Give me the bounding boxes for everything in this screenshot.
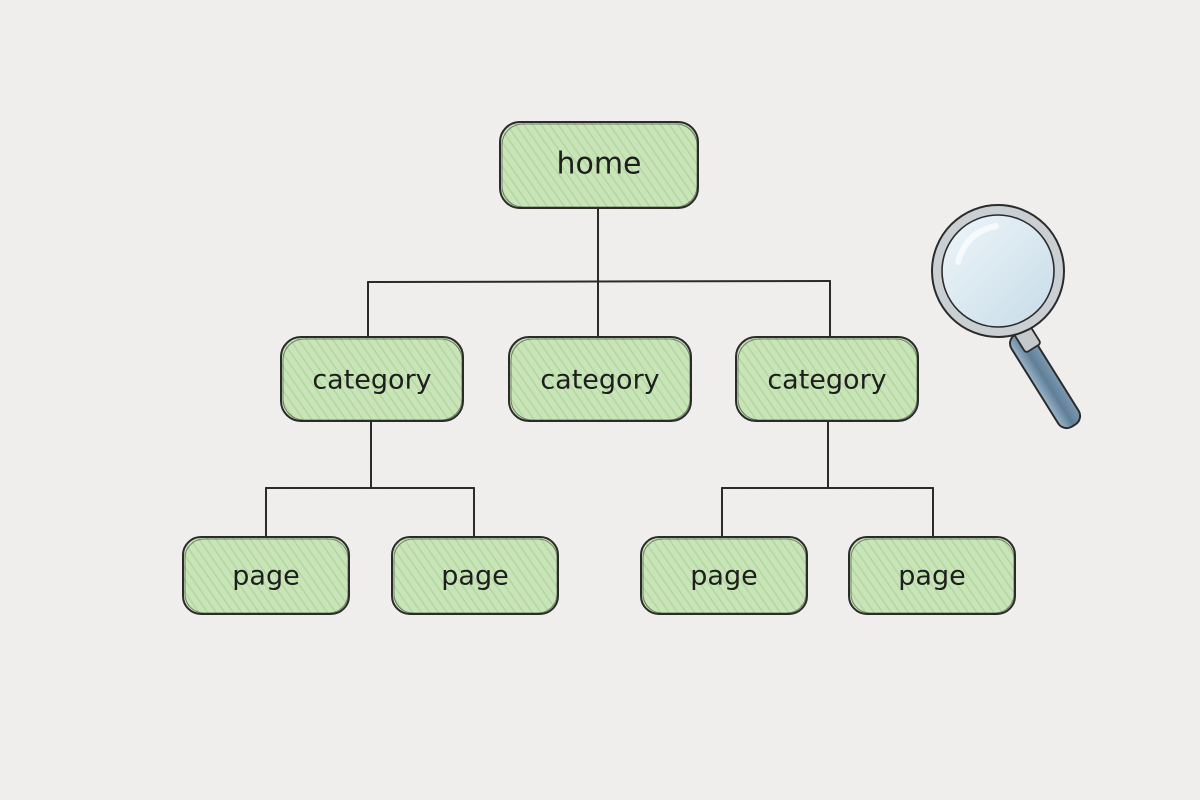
node-page-4-box	[848, 536, 1016, 615]
node-category-2: category	[508, 336, 692, 422]
node-category-1: category	[280, 336, 464, 422]
node-category-3-label: category	[767, 365, 886, 396]
node-category-2-label: category	[540, 365, 659, 396]
node-home-box	[499, 121, 699, 209]
node-page-1-label: page	[232, 561, 299, 592]
node-category-1-box	[280, 336, 464, 422]
node-page-2-box	[391, 536, 559, 615]
node-page-1: page	[182, 536, 350, 615]
node-category-2-box-sketch	[510, 338, 691, 421]
node-page-4-label: page	[898, 561, 965, 592]
node-home-label: home	[556, 147, 641, 182]
node-page-3-box	[640, 536, 808, 615]
node-category-3-box-sketch	[737, 338, 918, 421]
node-home-box-sketch	[501, 123, 698, 208]
node-page-1-box	[182, 536, 350, 615]
connector-category-bar	[367, 280, 831, 283]
node-category-1-box-sketch	[282, 338, 463, 421]
node-page-3: page	[640, 536, 808, 615]
node-page-2-box-sketch	[393, 538, 558, 614]
node-page-1-box-sketch	[184, 538, 349, 614]
node-page-4-box-sketch	[850, 538, 1015, 614]
node-page-3-box-sketch	[642, 538, 807, 614]
node-page-4: page	[848, 536, 1016, 615]
connectors	[265, 207, 934, 538]
node-page-3-label: page	[690, 561, 757, 592]
node-page-2-label: page	[441, 561, 508, 592]
node-home: home	[499, 121, 699, 209]
node-category-2-box	[508, 336, 692, 422]
magnifier-glare	[955, 223, 999, 265]
node-category-3: category	[735, 336, 919, 422]
node-category-1-label: category	[312, 365, 431, 396]
magnifying-glass-icon	[931, 204, 1082, 430]
magnifier-lens	[941, 214, 1055, 328]
node-category-3-box	[735, 336, 919, 422]
node-page-2: page	[391, 536, 559, 615]
